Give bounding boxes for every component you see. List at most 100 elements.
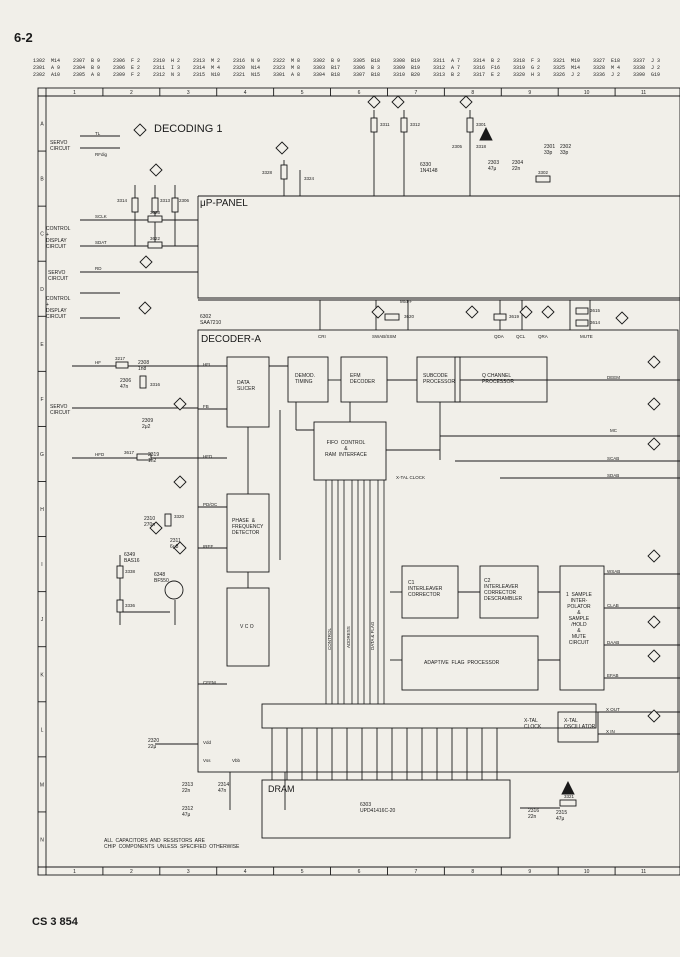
r3623-label: 3623 — [150, 210, 161, 215]
row-label: L — [41, 727, 44, 733]
c2310-label: 2310 270n — [144, 516, 156, 528]
vco-block: V C O — [240, 624, 254, 630]
r3615-label: 3615 — [590, 308, 601, 313]
ref-table-column: 2322 M 8 2323 M 8 3301 A 8 — [273, 58, 301, 78]
column-label: 3 — [187, 90, 190, 96]
test-point-diamond — [391, 95, 405, 109]
test-point-diamond — [519, 305, 533, 319]
c2301-label: 2301 33p — [544, 144, 556, 156]
column-label: 7 — [415, 869, 418, 875]
test-point-diamond — [647, 709, 661, 723]
ref-table-column: 2310 H 2 2311 I 3 2312 N 3 — [153, 58, 181, 78]
row-label: B — [40, 177, 44, 183]
signal-vdd: Vdd — [203, 740, 212, 745]
c2306-label: 2306 — [179, 198, 190, 203]
c2320-label: 2320 22μ — [148, 738, 160, 750]
r3311-label: 3311 — [380, 122, 390, 127]
test-point-diamond — [149, 521, 163, 535]
signal-qda: QDA — [494, 334, 504, 339]
up-panel-title: μP-PANEL — [200, 198, 248, 209]
c2302-label: 2302 33p — [560, 144, 572, 156]
c1-interleaver-block: C1 INTERLEAVER CORRECTOR — [408, 580, 443, 598]
column-label: 7 — [415, 90, 418, 96]
d6349-label: 6349 BAS16 — [124, 552, 140, 564]
signal-daab: DAAB — [607, 640, 620, 645]
ref-table-column: 3305 B18 3306 B 3 3307 B18 — [353, 58, 381, 78]
r3328-label: 3328 — [262, 170, 273, 175]
column-label: 10 — [584, 90, 590, 96]
c2-interleaver-block: C2 INTERLEAVER CORRECTOR DESCRAMBLER — [484, 578, 523, 602]
signal-pd-oc: PD/OC — [203, 502, 218, 507]
c2314-label: 2314 47n — [218, 782, 230, 794]
ref-table-column: 3311 A 7 3312 A 7 3313 B 2 — [433, 58, 461, 78]
signal-wsab: WSAB — [607, 569, 621, 574]
t6348-label: 6348 BF550 — [154, 572, 169, 584]
ref-table-column: 3314 B 2 3316 F16 3317 E 2 — [473, 58, 501, 78]
signal-iref: IREF — [203, 544, 214, 549]
c2312-label: 2312 47μ — [182, 806, 194, 818]
signal-x-out: X OUT — [606, 707, 620, 712]
r3614-label: 3614 — [590, 320, 601, 325]
row-label: K — [40, 672, 44, 678]
bus-data-flag-label: DATA & FLAG — [370, 621, 375, 650]
r3314-label: 3314 — [117, 198, 128, 203]
row-label: H — [40, 507, 44, 513]
column-label: 5 — [301, 90, 304, 96]
decoder-a-title: DECODER-A — [201, 334, 262, 345]
signal-hfd: HFD — [95, 452, 105, 457]
ref-table-column: 2306 F 2 2306 E 2 2309 F 2 — [113, 58, 141, 78]
test-point-diamond — [173, 397, 187, 411]
servo-circuit-2: SERVO CIRCUIT — [48, 270, 69, 282]
r3622-label: 3622 — [150, 236, 161, 241]
row-label: I — [41, 562, 42, 568]
signal-cefm: CEFM — [203, 680, 216, 685]
r3620-label: 3620 — [404, 314, 415, 319]
signal-cri: CRI — [318, 334, 326, 339]
row-label: E — [40, 342, 44, 348]
ic-6303-label: 6303 UPD41416C-20 — [360, 802, 396, 814]
row-label: G — [40, 452, 44, 458]
r3313-label: 3313 — [160, 198, 171, 203]
row-label: F — [40, 397, 43, 403]
signal-rd: RD — [95, 266, 102, 271]
d6330-label: 6330 1N4148 — [420, 162, 438, 174]
test-point-diamond — [367, 95, 381, 109]
test-point-diamond — [149, 163, 163, 177]
c2304-label: 2304 22n — [512, 160, 524, 172]
page-code: CS 3 854 — [32, 916, 78, 928]
adaptive-flag-processor-block: ADAPTIVE FLAG PROCESSOR — [424, 660, 500, 666]
test-point-diamond — [541, 305, 555, 319]
test-point-diamond — [647, 649, 661, 663]
servo-circuit-1: SERVO CIRCUIT — [50, 140, 71, 152]
column-label: 8 — [471, 869, 474, 875]
r3619-label: 3619 — [509, 314, 520, 319]
signal-msff: MSFF — [400, 299, 413, 304]
signal-qra: QRA — [538, 334, 548, 339]
test-point-diamond — [465, 305, 479, 319]
servo-circuit-3: SERVO CIRCUIT — [50, 404, 71, 416]
page-number: 6-2 — [14, 30, 33, 45]
footnote: ALL CAPACITORS AND RESISTORS ARE CHIP CO… — [104, 838, 240, 850]
row-label: N — [40, 837, 44, 843]
test-point-diamond — [133, 123, 147, 137]
signal-sclk: SCLK — [95, 214, 107, 219]
signal-sdat: SDAT — [95, 240, 107, 245]
column-label: 9 — [528, 869, 531, 875]
ref-table-column: 2307 B 9 2304 B 9 2305 A 8 — [73, 58, 101, 78]
column-label: 11 — [641, 90, 646, 96]
test-point-diamond — [647, 355, 661, 369]
r3324-label: 3324 — [304, 176, 315, 181]
ref-table-column: 3318 F 3 3319 G 2 3320 H 3 — [513, 58, 541, 78]
column-label: 11 — [641, 869, 646, 875]
ref-table-column: 3337 J 3 3338 J 2 3390 G19 — [633, 58, 661, 78]
c2315-label: 2315 47μ — [556, 810, 568, 822]
signal-sdab: SDAB — [607, 473, 620, 478]
signal-rfdig: RFdig — [95, 152, 108, 157]
column-label: 2 — [130, 869, 133, 875]
data-slicer-block: DATA SLICER — [237, 380, 256, 392]
test-point-diamond — [371, 305, 385, 319]
ic-6302-label: 6302 SAA7210 — [200, 314, 222, 326]
c2309-label: 2309 2μ2 — [142, 418, 154, 430]
signal-vss: Vss — [203, 758, 211, 763]
